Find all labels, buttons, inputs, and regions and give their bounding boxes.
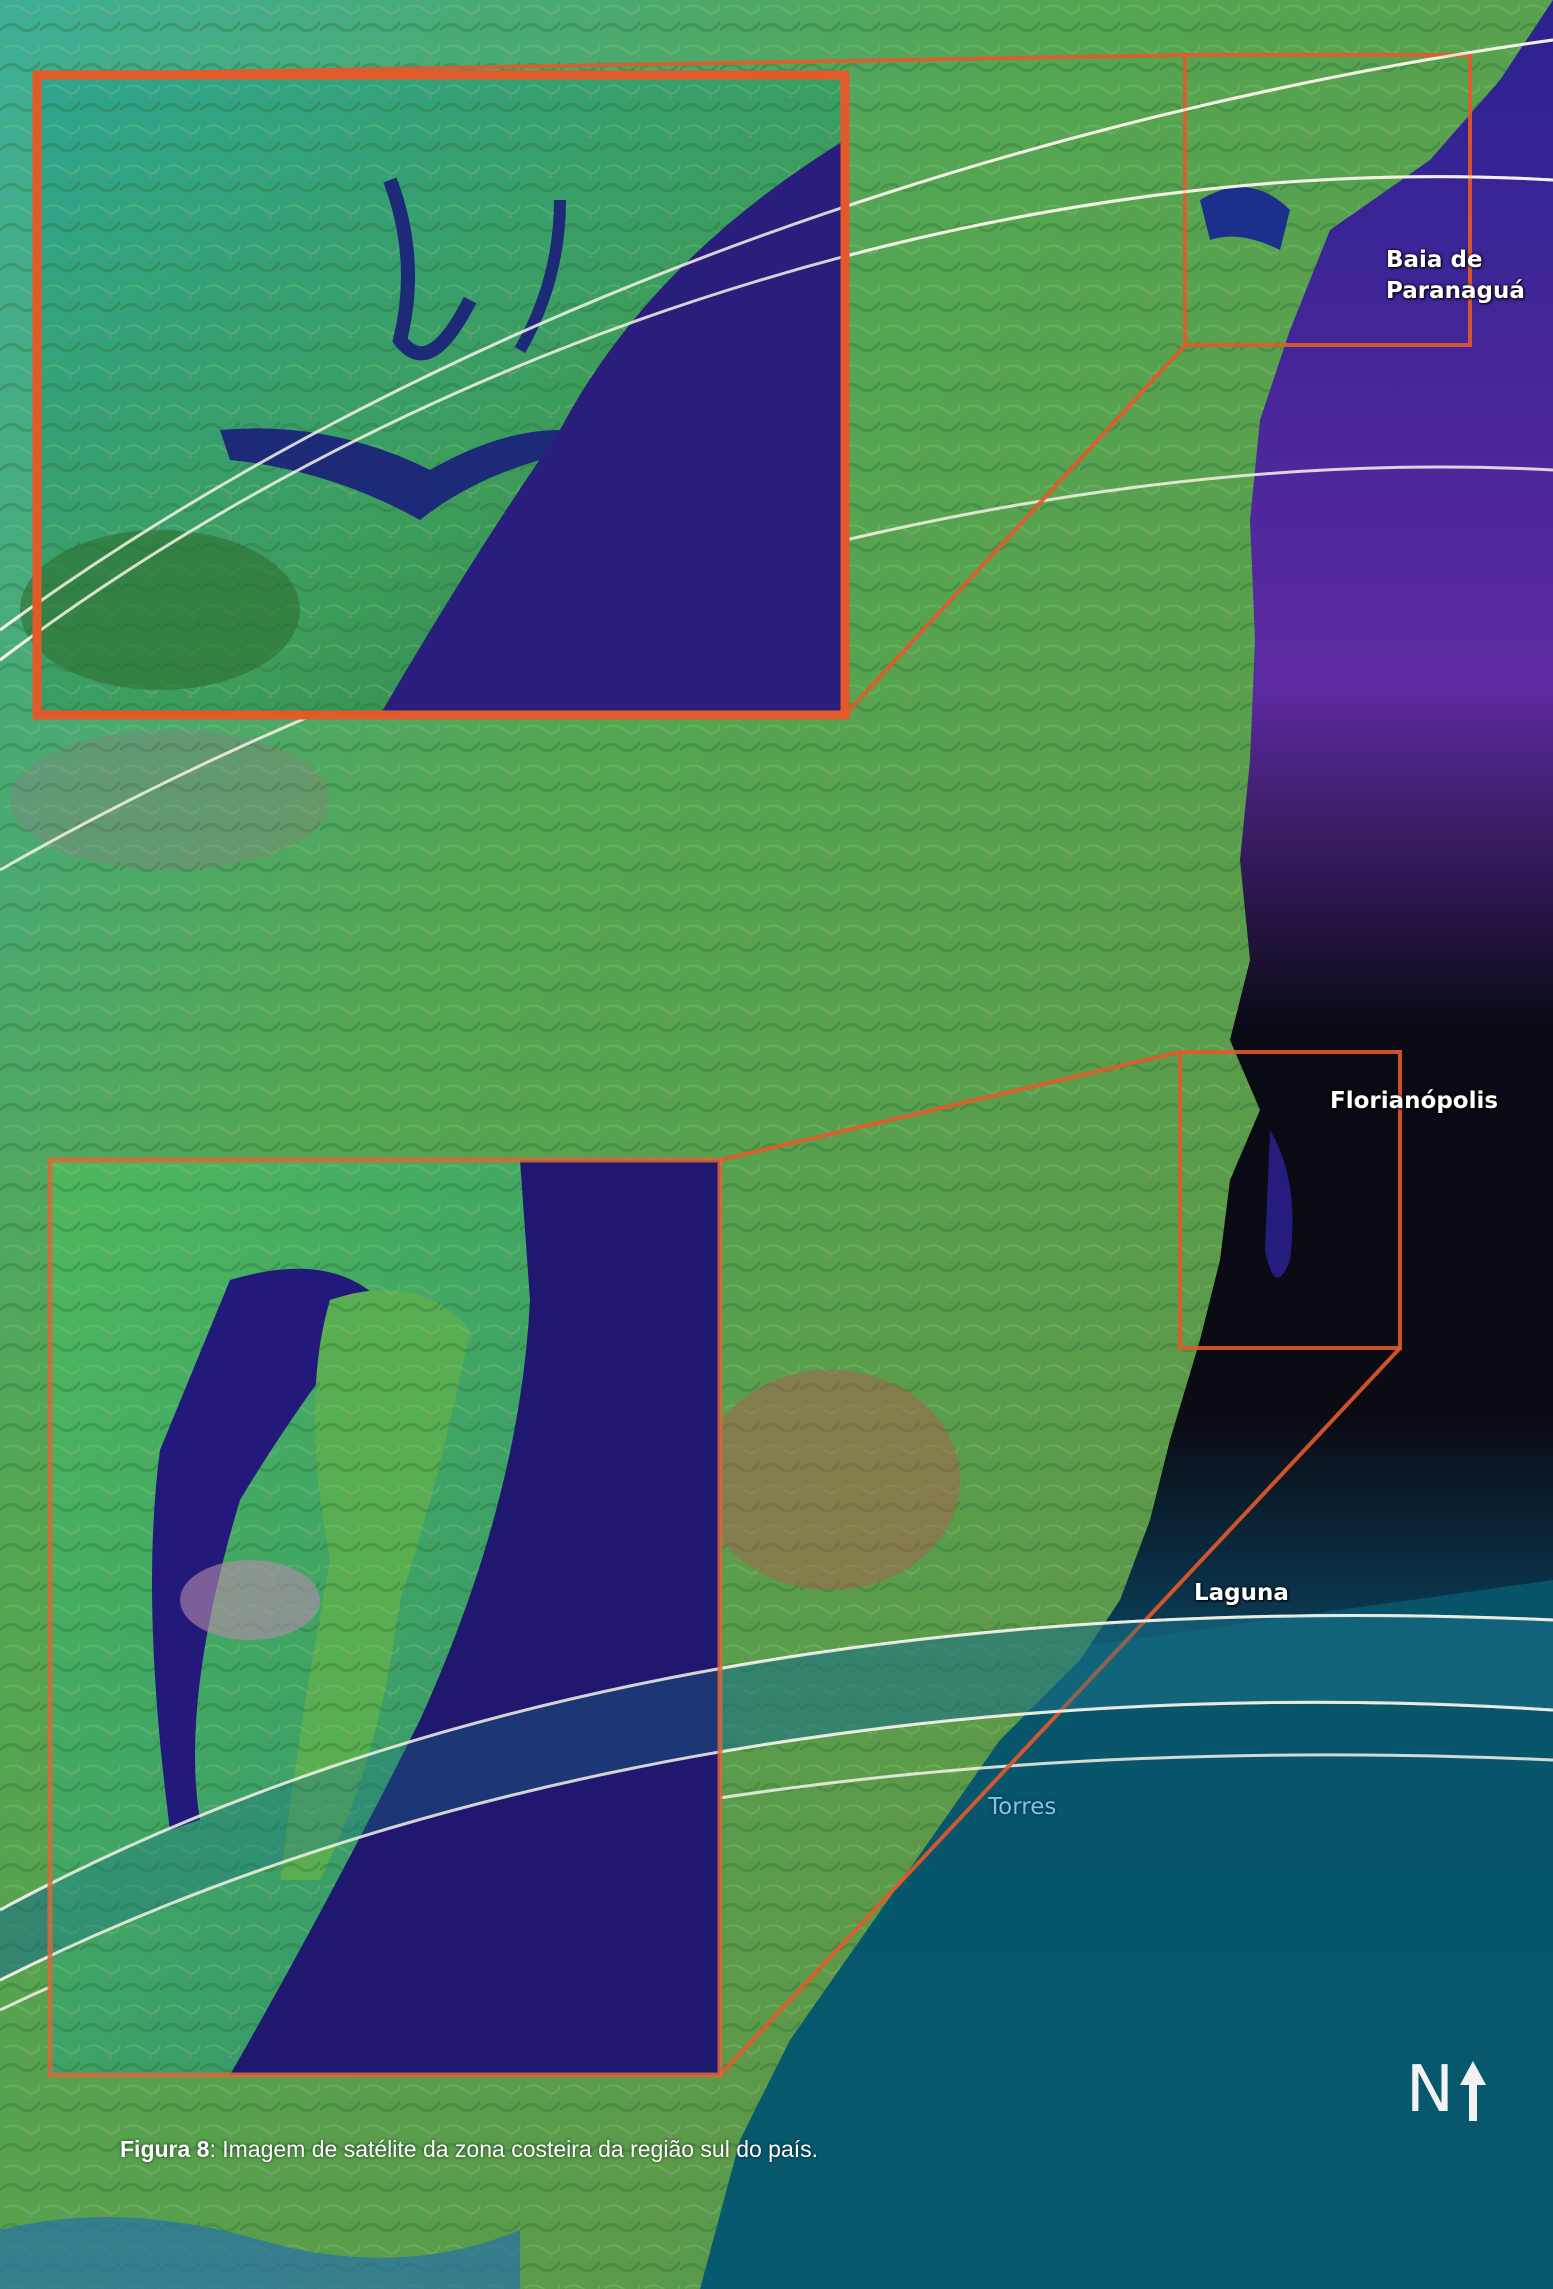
inset-florianopolis — [0, 1157, 1553, 2078]
place-label-baia-de-paranagua: Baia de Paranaguá — [1386, 245, 1525, 307]
figure-caption: Figura 8: Imagem de satélite da zona cos… — [120, 2136, 818, 2163]
place-label-laguna: Laguna — [1194, 1580, 1289, 1606]
caption-lead: Figura 8 — [120, 2136, 210, 2162]
north-arrow-icon — [1459, 2061, 1486, 2121]
place-label-florianopolis: Florianópolis — [1330, 1088, 1499, 1114]
place-label-baia-line2: Paranaguá — [1386, 278, 1525, 304]
place-label-torres: Torres — [988, 1794, 1057, 1820]
north-letter: N — [1406, 2053, 1454, 2127]
caption-text: : Imagem de satélite da zona costeira da… — [209, 2136, 819, 2162]
inset-paranagua — [0, 38, 1553, 720]
north-indicator: N — [1406, 2055, 1488, 2125]
place-label-baia-line1: Baia de — [1386, 247, 1483, 273]
